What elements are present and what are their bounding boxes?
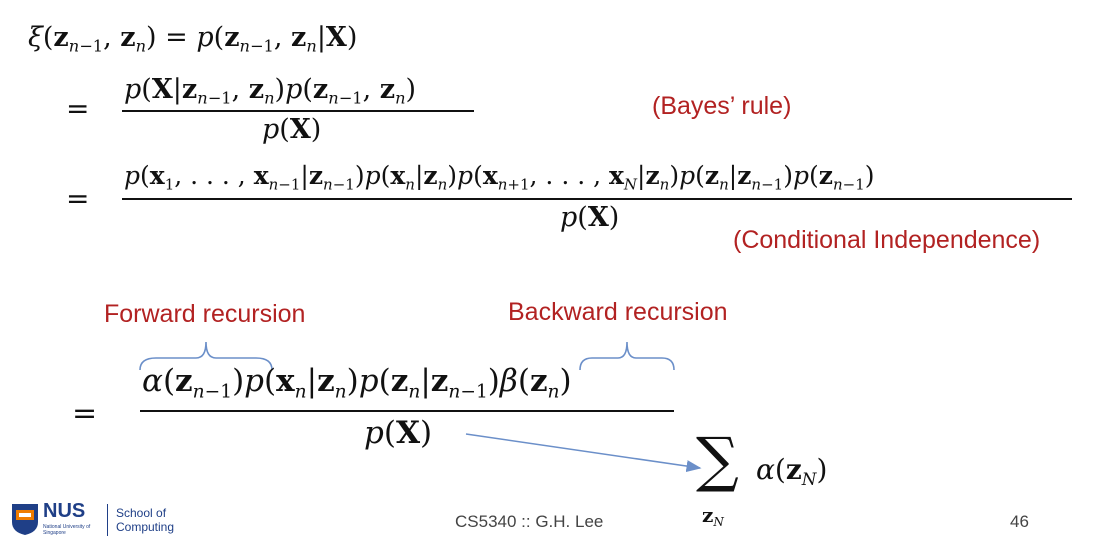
equation-line-2-numerator: p(X|zn−1, zn)p(zn−1, zn): [124, 74, 417, 108]
fraction-bar-3: [122, 198, 1072, 200]
equation-line-3-denominator: p(X): [560, 202, 620, 233]
sum-subscript: zN: [702, 503, 724, 530]
fraction-bar-2: [122, 110, 474, 112]
nus-crest-icon: [12, 504, 38, 535]
annotation-conditional-independence: (Conditional Independence): [733, 226, 1041, 254]
forward-brace-icon: [139, 341, 273, 371]
equation-line-1: ξ(zn−1, zn) = p(zn−1, zn|X): [28, 22, 358, 56]
annotation-forward-recursion: Forward recursion: [104, 300, 306, 328]
equals-sign-4: =: [72, 396, 98, 431]
school-label-2: Computing: [116, 520, 175, 534]
equals-sign-2: =: [66, 92, 90, 125]
backward-brace-icon: [579, 341, 675, 371]
school-label: School of: [116, 506, 167, 520]
arrow-icon: [465, 433, 702, 472]
logo-divider: [107, 504, 108, 536]
fraction-bar-4: [140, 410, 674, 412]
equation-line-4-denominator: p(X): [364, 415, 433, 451]
equation-line-3-numerator: p(x1, . . . , xn−1|zn−1)p(xn|zn)p(xn+1, …: [124, 161, 875, 194]
sum-expression: ∑: [696, 425, 739, 495]
nus-logo-subtext: National University of Singapore: [43, 524, 91, 536]
sum-alpha-term: α(zN): [756, 453, 828, 489]
equation-line-4-numerator: α(zn−1)p(xn|zn)p(zn|zn−1)β(zn): [142, 363, 572, 403]
course-label: CS5340 :: G.H. Lee: [455, 512, 604, 531]
page-number: 46: [1010, 512, 1029, 531]
annotation-backward-recursion: Backward recursion: [508, 298, 728, 326]
nus-logo-text: NUS: [43, 500, 86, 522]
equals-sign-3: =: [66, 182, 90, 215]
nus-logo: NUS National University of Singapore Sch…: [10, 500, 174, 540]
annotation-bayes-rule: (Bayes’ rule): [652, 92, 792, 120]
equation-line-2-denominator: p(X): [262, 114, 322, 145]
